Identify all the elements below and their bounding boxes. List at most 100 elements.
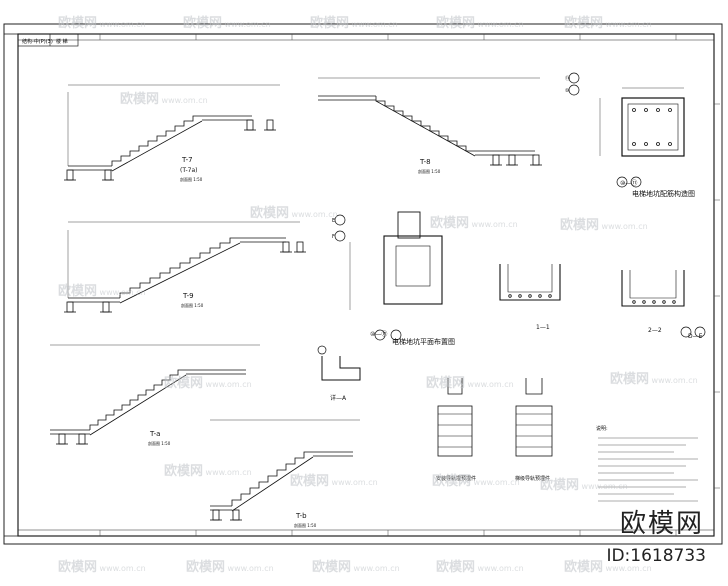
section-2-2-inner (629, 270, 677, 299)
axis-bubble (317, 345, 327, 355)
stair-footing (282, 241, 290, 253)
stair-steps (119, 237, 240, 298)
watermark-url: www.om.cn (649, 376, 698, 385)
section-t8-scale: 剖面图 1:50 (418, 168, 441, 174)
rebar-dot (652, 300, 656, 304)
watermark: 欧模网 www.om.cn (290, 470, 378, 489)
rebar-dot (508, 294, 512, 298)
stair-steps (89, 369, 186, 430)
section-tb-scale: 剖面图 1:50 (294, 522, 317, 528)
section-t9-title: T-9 (182, 292, 194, 300)
watermark: 欧模网 www.om.cn (560, 214, 648, 233)
watermark-brand: 欧模网 (120, 92, 160, 107)
section-1-1-inner (507, 264, 553, 293)
axis-bubble (694, 326, 706, 338)
rebar-dot (668, 108, 672, 112)
rebar-dot (644, 108, 648, 112)
section-t7-title: T-7 (181, 156, 193, 164)
stair-footing (492, 154, 500, 166)
rebar-dot (672, 300, 676, 304)
watermark: 欧模网 www.om.cn (432, 470, 520, 489)
watermark-brand: 欧模网 (164, 464, 204, 479)
watermark-url: www.om.cn (329, 478, 378, 487)
stair-footing (66, 301, 74, 313)
watermark: 欧模网 www.om.cn (58, 12, 146, 31)
axis-bubble (630, 176, 642, 188)
section-ta-title: T-a (149, 430, 160, 438)
embed-1-title: 安装导轨埋预埋件 (436, 475, 476, 482)
watermark-brand: 欧模网 (560, 218, 600, 233)
watermark-url: www.om.cn (225, 564, 274, 573)
watermark-url: www.om.cn (603, 564, 652, 573)
watermark: 欧模网 www.om.cn (564, 556, 652, 575)
watermark-url: www.om.cn (349, 20, 398, 29)
rebar-dot (548, 294, 552, 298)
section-t8-title: T-8 (419, 158, 431, 166)
axis-label-10-top: ⑩ (565, 88, 570, 94)
watermark: 欧模网 www.om.cn (250, 202, 338, 221)
watermark: 欧模网 www.om.cn (164, 372, 252, 391)
watermark: 欧模网 www.om.cn (120, 88, 208, 107)
rebar-dot (632, 108, 636, 112)
section-2-2-outline (621, 270, 685, 307)
watermark: 欧模网 www.om.cn (312, 556, 400, 575)
watermark: 欧模网 www.om.cn (430, 212, 518, 231)
watermark-url: www.om.cn (289, 210, 338, 219)
watermark: 欧模网 www.om.cn (183, 12, 271, 31)
stair-footing (296, 241, 304, 253)
stair-sections (50, 77, 684, 521)
detail-labels: 电梯地坑配筋构造图 ⑩—⑪ 电梯地坑平面布置图 ⑩—⑪ 1—1 2—2 D—E … (330, 75, 703, 482)
pit-plan-inner (395, 245, 431, 287)
stair-footing (66, 169, 74, 181)
pit-details (317, 72, 706, 502)
pit-plan-outline (383, 235, 443, 305)
watermark: 欧模网 www.om.cn (186, 556, 274, 575)
watermark-brand: 欧模网 (432, 474, 472, 489)
watermark-url: www.om.cn (203, 380, 252, 389)
axis-bubble (568, 72, 580, 84)
stair-footing (246, 119, 254, 131)
watermark-url: www.om.cn (471, 478, 520, 487)
brand-logo-text: 欧模网 (619, 509, 704, 539)
pit-wall (621, 97, 685, 157)
watermark-url: www.om.cn (222, 20, 271, 29)
section-t7-sub: (T-7a) (180, 167, 197, 174)
watermark-brand: 欧模网 (564, 560, 604, 575)
axis-bubble (374, 329, 386, 341)
stair-footing (508, 154, 516, 166)
rebar-dot (518, 294, 522, 298)
axis-label-f: F (332, 234, 335, 240)
watermark-url: www.om.cn (603, 20, 652, 29)
rebar-dot (668, 142, 672, 146)
watermark-url: www.om.cn (97, 20, 146, 29)
watermark-brand: 欧模网 (58, 560, 98, 575)
stair-footing (532, 154, 540, 166)
watermark-brand: 欧模网 (164, 376, 204, 391)
watermark-url: www.om.cn (465, 380, 514, 389)
watermark: 欧模网 www.om.cn (436, 556, 524, 575)
rebar-dot (632, 142, 636, 146)
stair-steps (111, 115, 202, 166)
rebar-dot (642, 300, 646, 304)
stair-slab-line (231, 456, 314, 512)
section-tb-title: T-b (295, 512, 307, 520)
watermark-brand: 欧模网 (436, 560, 476, 575)
watermark-brand: 欧模网 (430, 216, 470, 231)
axis-bubble (334, 230, 346, 242)
rebar-dot (656, 108, 660, 112)
stair-footing (102, 301, 110, 313)
drawing-frame (3, 23, 723, 545)
embed-plate-2 (515, 405, 553, 457)
stair-footing (104, 169, 112, 181)
stair-footing (58, 433, 66, 445)
watermark: 欧模网 www.om.cn (310, 12, 398, 31)
section-t9-scale: 剖面图 1:50 (181, 302, 204, 308)
embed-section-1 (447, 378, 463, 395)
section-labels: T-7 (T-7a) 剖面图 1:50 T-8 剖面图 1:50 T-9 剖面图… (148, 156, 441, 528)
embed-2-title: 梯级导轨预埋件 (515, 475, 550, 482)
stair-slab-line (111, 120, 203, 172)
pit-column (397, 211, 421, 239)
stair-slab-line (375, 100, 476, 157)
